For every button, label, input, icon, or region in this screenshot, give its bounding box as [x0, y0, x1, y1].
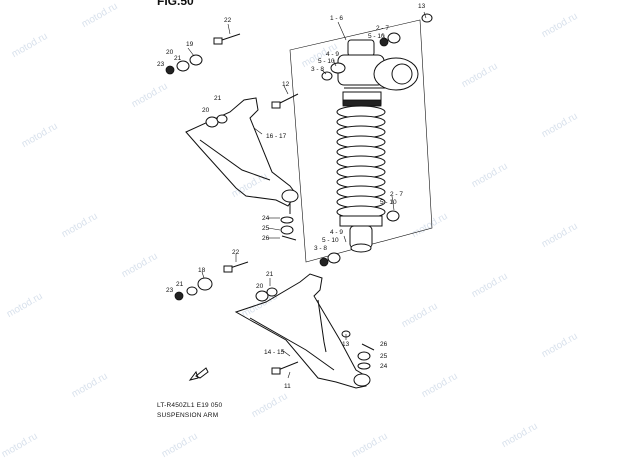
- callout-20: 20: [256, 283, 264, 290]
- upper-arm-bolt: [213, 33, 299, 109]
- callout-12: 12: [282, 81, 290, 88]
- upper-ball-joint-hardware: [280, 216, 297, 241]
- callout-2-7: 2 - 7: [390, 191, 403, 198]
- callout-25: 25: [380, 353, 388, 360]
- lower-arm-bushings: [174, 277, 278, 302]
- callout-24: 24: [380, 363, 388, 370]
- callout-11: 11: [284, 383, 291, 390]
- callout-5-10: 5 - 10: [318, 58, 335, 65]
- shock-upper-bushings: [321, 13, 433, 81]
- callout-4-9: 4 - 9: [326, 51, 339, 58]
- front-direction-arrow-icon: [188, 367, 209, 381]
- callout-labels: 1 - 6 2 - 7 5 - 10 13 4 - 9 5 - 10 3 - 8…: [157, 3, 426, 390]
- callout-3-8: 3 - 8: [311, 66, 324, 73]
- shock-absorber-group-frame: [289, 19, 433, 263]
- lower-ball-joint-hardware: [341, 330, 375, 370]
- callout-14-15: 14 - 15: [264, 349, 285, 356]
- callout-leader-lines: [187, 11, 427, 379]
- callout-24: 24: [262, 215, 270, 222]
- callout-19: 19: [186, 41, 194, 48]
- upper-arm-bushings: [165, 54, 228, 128]
- callout-21: 21: [214, 95, 222, 102]
- callout-26: 26: [262, 235, 270, 242]
- upper-suspension-arm: [185, 97, 299, 214]
- callout-21: 21: [176, 281, 184, 288]
- callout-25: 25: [262, 225, 270, 232]
- callout-1-6: 1 - 6: [330, 15, 343, 22]
- callout-22: 22: [224, 17, 232, 24]
- callout-4-9: 4 - 9: [330, 229, 343, 236]
- callout-13: 13: [418, 3, 426, 10]
- lower-arm-bolt: [223, 261, 299, 375]
- callout-22: 22: [232, 249, 240, 256]
- callout-21: 21: [266, 271, 274, 278]
- callout-18: 18: [198, 267, 206, 274]
- callout-13: 13: [342, 341, 350, 348]
- callout-5-10: 5 - 10: [322, 237, 339, 244]
- callout-3-8: 3 - 8: [314, 245, 327, 252]
- shock-lower-bushings: [319, 210, 400, 267]
- callout-23: 23: [166, 287, 174, 294]
- model-code: LT-R450ZL1 E19 050: [157, 402, 223, 409]
- callout-26: 26: [380, 341, 388, 348]
- callout-16-17: 16 - 17: [266, 133, 287, 140]
- callout-21: 21: [174, 55, 182, 62]
- callout-20: 20: [166, 49, 174, 56]
- callout-5-10: 5 - 10: [368, 33, 385, 40]
- callout-5-10: 5 - 10: [380, 199, 397, 206]
- callout-20: 20: [202, 107, 210, 114]
- shock-absorber-assembly: [336, 39, 419, 253]
- figure-number: FIG.50: [157, 0, 194, 8]
- section-title: SUSPENSION ARM: [157, 412, 219, 419]
- callout-23: 23: [157, 61, 165, 68]
- lower-suspension-arm: [234, 273, 371, 389]
- coil-spring: [336, 105, 386, 219]
- callout-2-7: 2 - 7: [376, 25, 389, 32]
